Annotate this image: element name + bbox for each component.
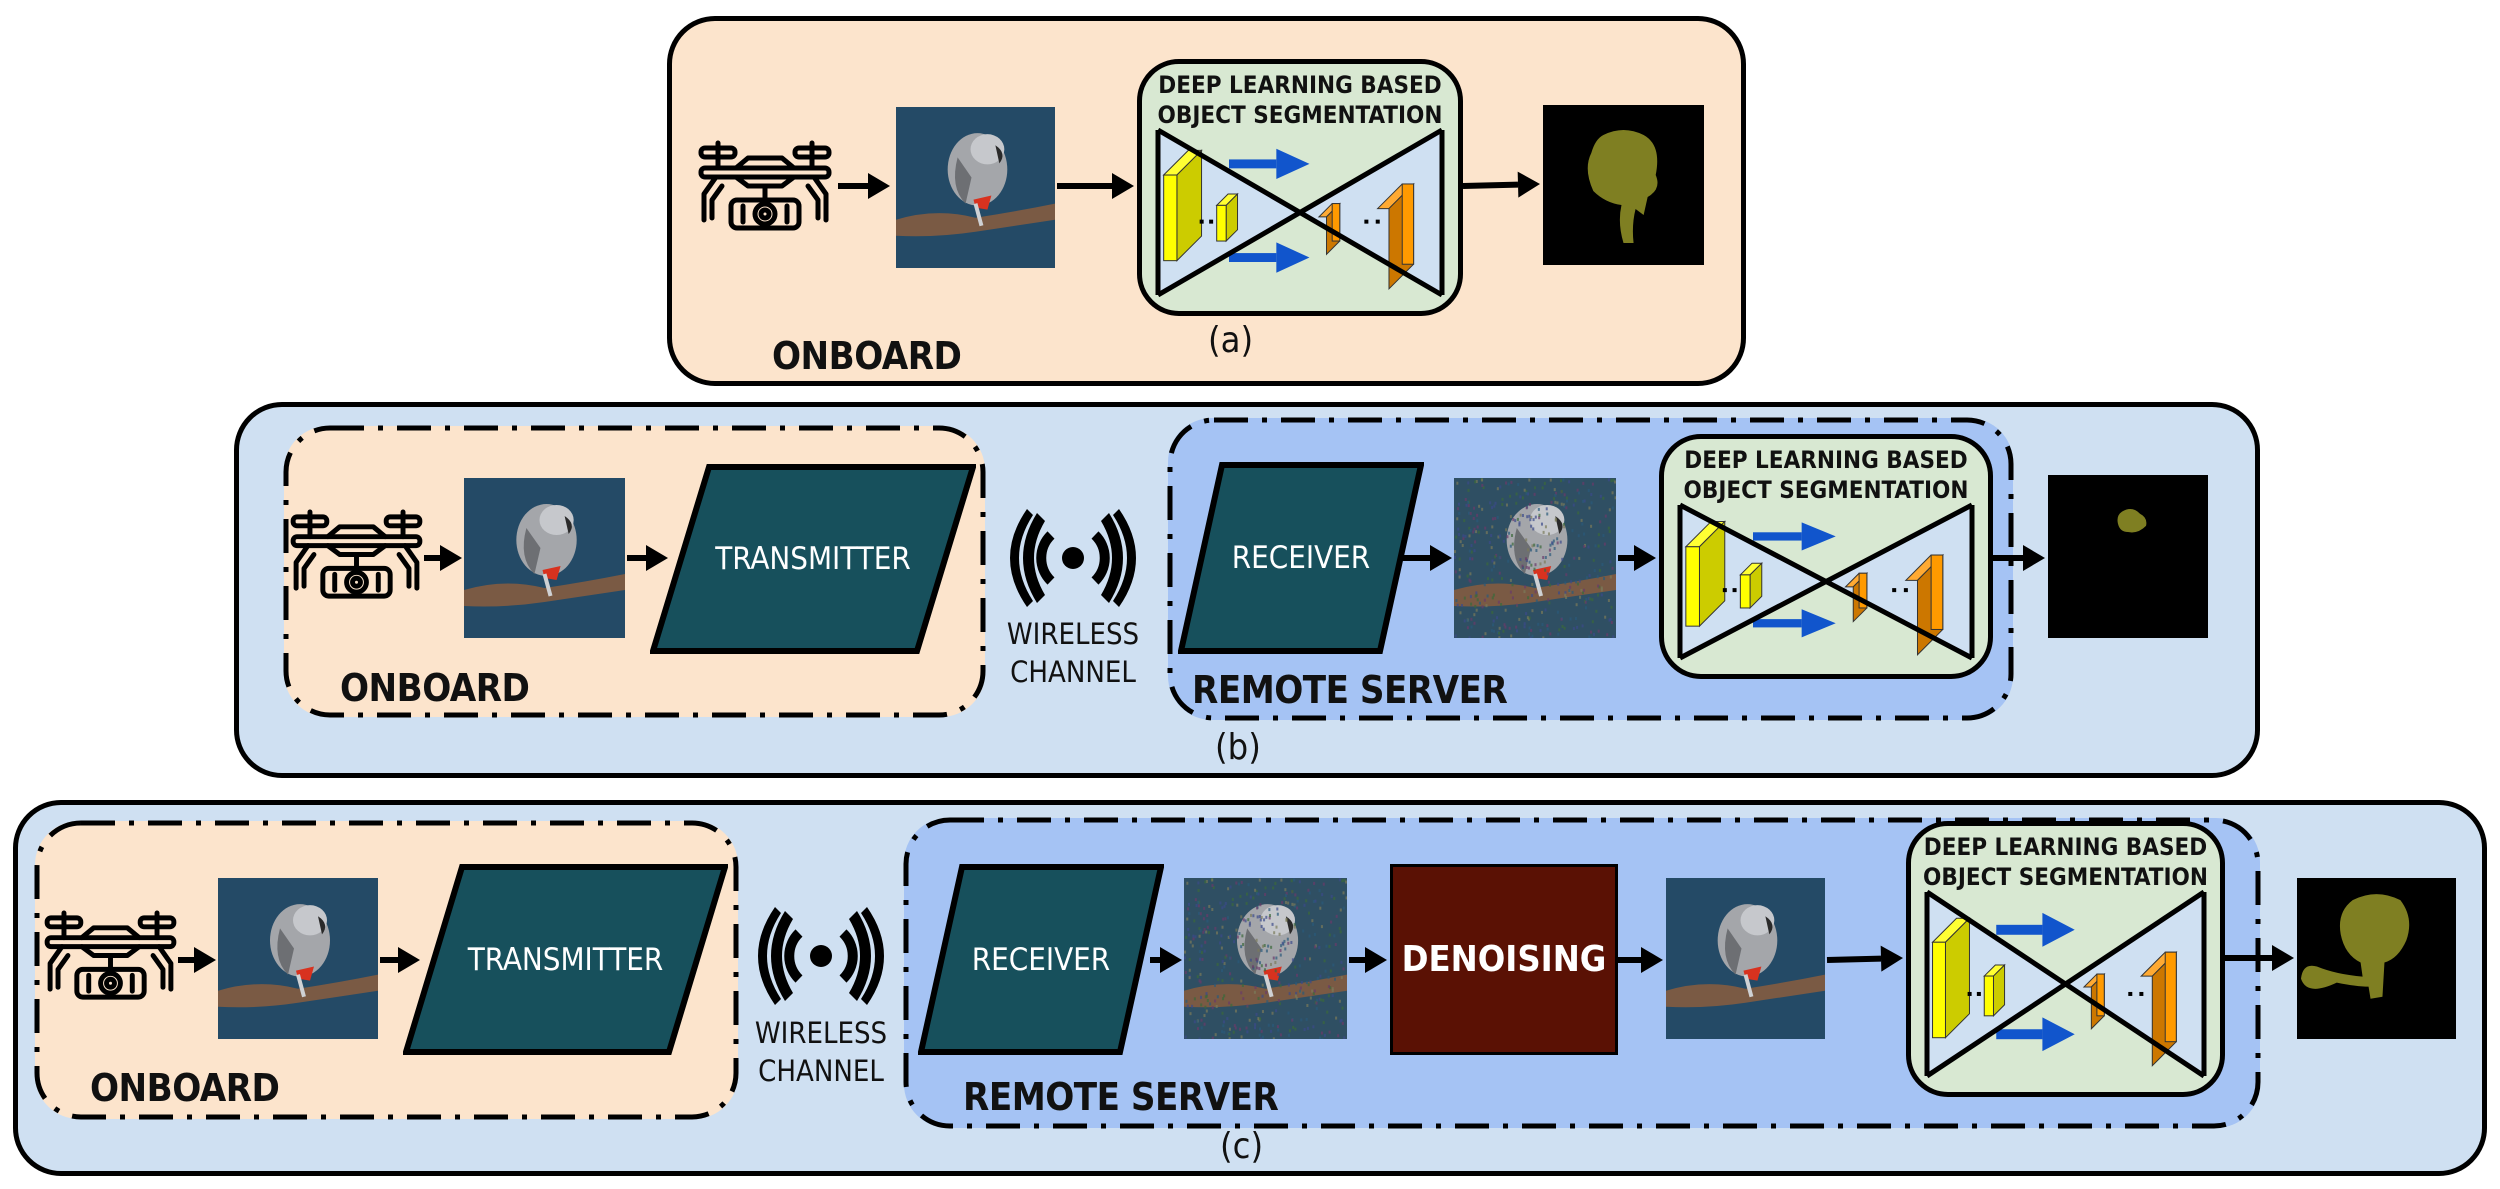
transmitter-block: TRANSMITTER — [403, 864, 728, 1055]
drone-icon — [289, 507, 424, 606]
denoised-parrot-photo — [1666, 878, 1825, 1039]
segmentation-mask — [2048, 475, 2208, 638]
dl-title-line1: DEEP LEARNING BASED — [1923, 833, 2208, 861]
skip-connection-arrows — [1229, 148, 1310, 273]
wireless-line1: WIRELESS — [1006, 617, 1140, 651]
parrot-photo — [464, 478, 625, 638]
parallelogram-shape — [403, 864, 728, 1055]
receiver-label: RECEIVER — [1231, 540, 1371, 576]
caption-b: (b) — [1215, 727, 1261, 768]
receiver-block: RECEIVER — [918, 864, 1164, 1055]
remote-server-label: REMOTE SERVER — [1192, 668, 1508, 712]
transmitter-label: TRANSMITTER — [715, 541, 911, 577]
dash-dot-border — [283, 425, 986, 718]
denoising-label: DENOISING — [1401, 939, 1607, 980]
encoder-layers — [1684, 520, 1763, 628]
noisy-parrot-photo — [1184, 878, 1347, 1039]
denoising-block: DENOISING — [1390, 864, 1618, 1055]
onboard-label: ONBOARD — [90, 1066, 280, 1110]
parrot-photo — [896, 107, 1055, 268]
receiver-label: RECEIVER — [971, 941, 1111, 978]
wireless-channel-label: WIRELESS CHANNEL — [749, 1014, 893, 1090]
parallelogram-shape — [918, 864, 1164, 1055]
dl-title-line2: OBJECT SEGMENTATION — [1923, 863, 2208, 891]
parallelogram-shape — [650, 464, 976, 654]
onboard-label: ONBOARD — [772, 334, 962, 378]
transmitter-label: TRANSMITTER — [467, 941, 664, 978]
receiver-block: RECEIVER — [1178, 462, 1424, 654]
drone-icon — [698, 137, 832, 239]
wireless-signal-icon — [749, 905, 893, 1007]
skip-connection-arrows — [1996, 912, 2075, 1052]
caption-c: (c) — [1220, 1126, 1264, 1167]
wireless-signal-icon — [1001, 507, 1145, 609]
parallelogram-shape — [1178, 462, 1424, 654]
mask-foreground — [1587, 130, 1658, 243]
wireless-line2: CHANNEL — [1010, 655, 1136, 689]
encoder-layers — [1162, 149, 1239, 262]
decoder-layers — [2082, 950, 2178, 1067]
dash-dot-border — [1167, 417, 2014, 721]
parrot-photo — [218, 878, 378, 1039]
caption-a: (a) — [1208, 320, 1254, 361]
wireless-channel-label: WIRELESS CHANNEL — [1001, 615, 1145, 691]
dl-title-line2: OBJECT SEGMENTATION — [1683, 476, 1969, 504]
dash-dot-border — [903, 817, 2261, 1129]
skip-connection-arrows — [1753, 522, 1836, 638]
remote-server-label: REMOTE SERVER — [963, 1075, 1279, 1119]
mask-foreground — [2300, 894, 2410, 999]
dl-title-line1: DEEP LEARNING BASED — [1158, 71, 1442, 99]
wireless-line2: CHANNEL — [758, 1054, 884, 1088]
dl-title-line2: OBJECT SEGMENTATION — [1157, 101, 1443, 129]
transmitter-block: TRANSMITTER — [650, 464, 976, 654]
onboard-label: ONBOARD — [340, 666, 530, 710]
mask-foreground — [2117, 509, 2147, 533]
segmentation-mask — [2297, 878, 2456, 1039]
segmentation-mask — [1543, 105, 1704, 265]
drone-icon — [43, 908, 178, 1007]
dl-title-line1: DEEP LEARNING BASED — [1684, 446, 1968, 474]
encoder-layers — [1931, 917, 2006, 1039]
noisy-parrot-photo — [1454, 478, 1616, 638]
wireless-line1: WIRELESS — [754, 1016, 888, 1050]
